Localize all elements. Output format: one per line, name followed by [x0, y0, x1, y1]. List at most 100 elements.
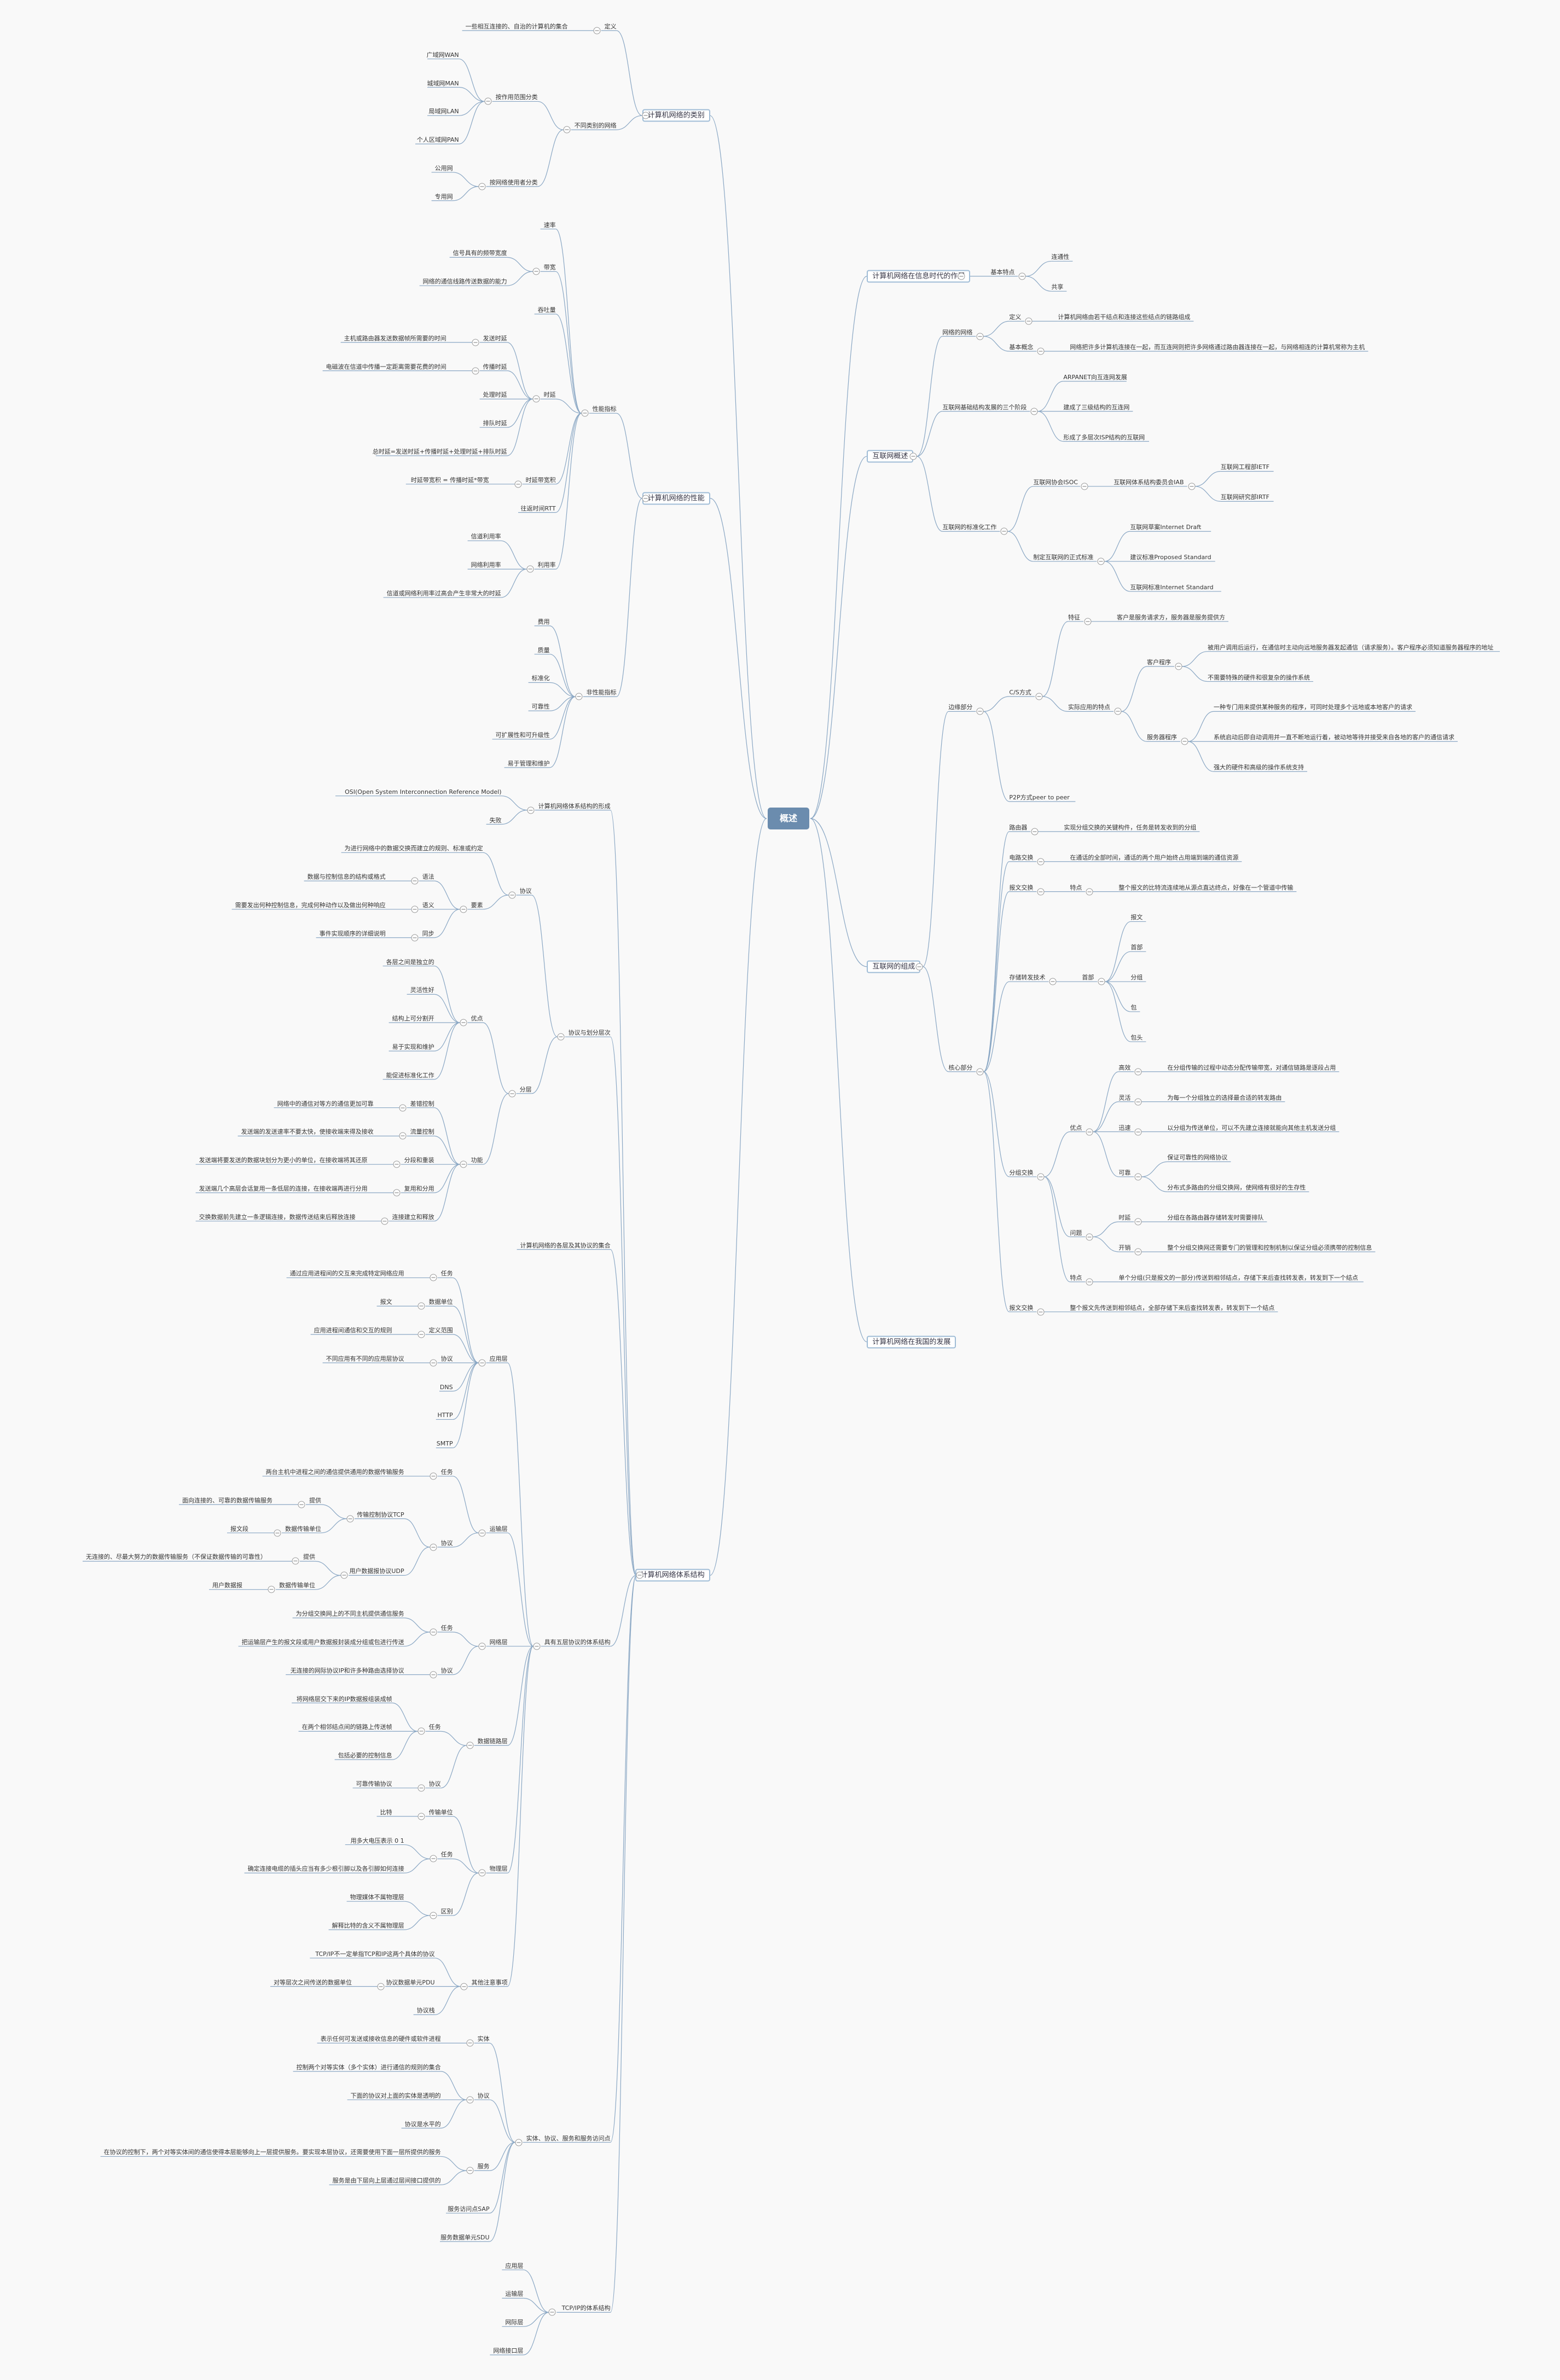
- topic-node[interactable]: 传输控制协议TCP: [357, 1511, 404, 1518]
- topic-node[interactable]: 控制两个对等实体（多个实体）进行通信的规则的集合: [296, 2064, 441, 2071]
- branch-topic[interactable]: 计算机网络的类别: [642, 109, 710, 122]
- topic-node[interactable]: 服务: [477, 2163, 490, 2170]
- collapse-toggle-icon[interactable]: [399, 1132, 407, 1140]
- topic-node[interactable]: 可扩展性和可升级性: [495, 732, 550, 739]
- topic-node[interactable]: 客户程序: [1147, 659, 1171, 666]
- topic-node[interactable]: TCP/IP不一定单指TCP和IP这两个具体的协议: [315, 1950, 435, 1958]
- collapse-toggle-icon[interactable]: [1134, 1248, 1142, 1256]
- topic-node[interactable]: 提供: [303, 1553, 315, 1561]
- topic-node[interactable]: 互联网的标准化工作: [942, 524, 997, 531]
- topic-node[interactable]: 数据链路层: [477, 1738, 508, 1745]
- topic-node[interactable]: 运输层: [505, 2290, 524, 2298]
- topic-node[interactable]: 以分组为传送单位，可以不先建立连接就能向其他主机发送分组: [1167, 1124, 1336, 1131]
- topic-node[interactable]: 互联网工程部IETF: [1220, 463, 1270, 471]
- collapse-toggle-icon[interactable]: [1181, 738, 1188, 745]
- topic-node[interactable]: 连接建立和释放: [392, 1213, 434, 1221]
- topic-node[interactable]: 差错控制: [410, 1100, 434, 1107]
- collapse-toggle-icon[interactable]: [909, 452, 917, 460]
- collapse-toggle-icon[interactable]: [478, 1529, 486, 1537]
- topic-node[interactable]: 网络的通信线路传送数据的能力: [422, 278, 507, 286]
- collapse-toggle-icon[interactable]: [393, 1160, 401, 1168]
- topic-node[interactable]: 互联网协会ISOC: [1033, 478, 1078, 486]
- topic-node[interactable]: 计算机网络的各层及其协议的集合: [520, 1241, 611, 1249]
- topic-node[interactable]: 互联网体系结构委员会IAB: [1114, 478, 1184, 486]
- topic-node[interactable]: 时延: [543, 391, 556, 399]
- topic-node[interactable]: 连通性: [1051, 253, 1070, 261]
- branch-topic[interactable]: 计算机网络的性能: [642, 492, 710, 505]
- collapse-toggle-icon[interactable]: [430, 1543, 437, 1551]
- collapse-toggle-icon[interactable]: [1134, 1218, 1142, 1226]
- topic-node[interactable]: 确定连接电缆的插头应当有多少根引脚以及各引脚如何连接: [247, 1865, 404, 1873]
- topic-node[interactable]: 运输层: [489, 1525, 508, 1533]
- topic-node[interactable]: 城域网MAN: [427, 79, 459, 87]
- collapse-toggle-icon[interactable]: [548, 2308, 556, 2316]
- topic-node[interactable]: 能促进标准化工作: [386, 1071, 434, 1079]
- topic-node[interactable]: 客户是服务请求方，服务器是服务提供方: [1117, 613, 1225, 621]
- collapse-toggle-icon[interactable]: [563, 126, 571, 133]
- collapse-toggle-icon[interactable]: [466, 2167, 474, 2174]
- topic-node[interactable]: 网络中的通信对等方的通信更加可靠: [277, 1100, 374, 1107]
- topic-node[interactable]: 语义: [422, 901, 434, 909]
- collapse-toggle-icon[interactable]: [381, 1217, 388, 1225]
- topic-node[interactable]: 广域网WAN: [426, 51, 459, 59]
- collapse-toggle-icon[interactable]: [411, 934, 419, 942]
- topic-node[interactable]: 面向连接的、可靠的数据传输服务: [182, 1496, 272, 1504]
- collapse-toggle-icon[interactable]: [1084, 618, 1092, 625]
- topic-node[interactable]: 为每一个分组独立的选择最合适的转发路由: [1167, 1094, 1282, 1101]
- topic-node[interactable]: 带宽: [543, 264, 556, 271]
- collapse-toggle-icon[interactable]: [430, 1628, 437, 1636]
- topic-node[interactable]: 不需要特殊的硬件和很复杂的操作系统: [1208, 674, 1310, 681]
- collapse-toggle-icon[interactable]: [460, 1160, 467, 1168]
- branch-topic[interactable]: 互联网概述: [867, 450, 914, 463]
- topic-node[interactable]: 灵活: [1118, 1094, 1131, 1101]
- topic-node[interactable]: 迅速: [1118, 1124, 1131, 1131]
- topic-node[interactable]: 核心部分: [948, 1064, 973, 1071]
- topic-node[interactable]: 实现分组交换的关键构件，任务是转发收到的分组: [1064, 823, 1197, 831]
- topic-node[interactable]: 包括必要的控制信息: [338, 1752, 392, 1760]
- topic-node[interactable]: 费用: [537, 618, 550, 625]
- collapse-toggle-icon[interactable]: [466, 2039, 474, 2047]
- topic-node[interactable]: OSI(Open System Interconnection Referenc…: [345, 788, 502, 796]
- topic-node[interactable]: 首部: [1130, 944, 1143, 951]
- collapse-toggle-icon[interactable]: [526, 565, 534, 573]
- topic-node[interactable]: 为进行网络中的数据交换而建立的规则、标准或约定: [344, 845, 483, 852]
- topic-node[interactable]: 电磁波在信道中传播一定距离需要花费的时间: [326, 363, 446, 370]
- topic-node[interactable]: 性能指标: [592, 405, 617, 413]
- topic-node[interactable]: 基本特点: [990, 268, 1015, 276]
- topic-node[interactable]: 时延: [1118, 1214, 1131, 1222]
- topic-node[interactable]: 协议是水平的: [404, 2120, 441, 2128]
- topic-node[interactable]: 分层: [519, 1085, 532, 1093]
- topic-node[interactable]: 整个报文先传送到相邻结点，全部存储下来后查找转发表，转发到下一个结点: [1070, 1304, 1275, 1311]
- collapse-toggle-icon[interactable]: [466, 1742, 474, 1749]
- topic-node[interactable]: 特征: [1068, 613, 1080, 621]
- topic-node[interactable]: C/S方式: [1009, 688, 1031, 696]
- topic-node[interactable]: 网络把许多计算机连接在一起，而互连网则把许多网络通过路由器连接在一起，与网络相连…: [1070, 344, 1365, 351]
- topic-node[interactable]: 网络接口层: [493, 2347, 524, 2355]
- collapse-toggle-icon[interactable]: [976, 1068, 984, 1076]
- collapse-toggle-icon[interactable]: [1035, 693, 1043, 700]
- topic-node[interactable]: 首部: [1082, 974, 1094, 982]
- collapse-toggle-icon[interactable]: [533, 1642, 541, 1650]
- topic-node[interactable]: 强大的硬件和高级的操作系统支持: [1214, 764, 1304, 771]
- topic-node[interactable]: 定义: [1009, 314, 1022, 321]
- topic-node[interactable]: 功能: [471, 1157, 483, 1164]
- collapse-toggle-icon[interactable]: [1097, 558, 1105, 565]
- collapse-toggle-icon[interactable]: [417, 1302, 425, 1310]
- topic-node[interactable]: 实体: [477, 2035, 490, 2043]
- topic-node[interactable]: 任务: [428, 1723, 441, 1731]
- collapse-toggle-icon[interactable]: [1018, 272, 1026, 280]
- topic-node[interactable]: 问题: [1070, 1229, 1082, 1237]
- collapse-toggle-icon[interactable]: [1175, 663, 1182, 670]
- collapse-toggle-icon[interactable]: [417, 1331, 425, 1338]
- topic-node[interactable]: 复用和分用: [404, 1185, 434, 1192]
- topic-node[interactable]: 被用户调用后运行，在通信时主动向远地服务器发起通信（请求服务）。客户程序必须知道…: [1208, 643, 1494, 651]
- topic-node[interactable]: 可靠: [1118, 1169, 1131, 1176]
- topic-node[interactable]: 存储转发技术: [1009, 974, 1046, 982]
- collapse-toggle-icon[interactable]: [1037, 888, 1045, 896]
- topic-node[interactable]: 标准化: [531, 675, 550, 682]
- collapse-toggle-icon[interactable]: [642, 495, 649, 502]
- topic-node[interactable]: 互联网基础结构发展的三个阶段: [942, 403, 1027, 411]
- collapse-toggle-icon[interactable]: [460, 1983, 468, 1990]
- topic-node[interactable]: 协议: [428, 1780, 441, 1787]
- topic-node[interactable]: 信道或网络利用率过高会产生非常大的时延: [386, 590, 501, 597]
